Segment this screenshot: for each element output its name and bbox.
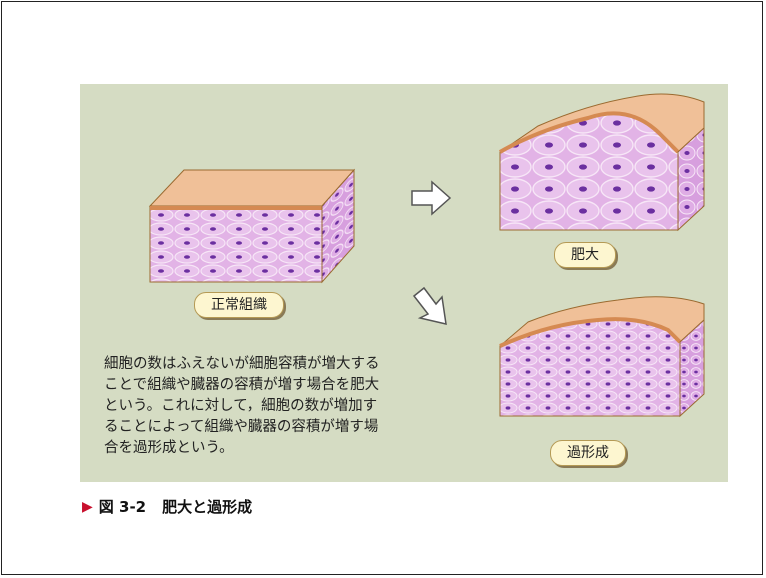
arrow-right-icon [410,180,452,216]
figure-panel: 正常組織 [80,84,728,482]
arrow-diagonal-icon [410,284,454,328]
description-text: 細胞の数はふえないが細胞容積が増大する ことで組織や臓器の容積が増す場合を肥大 … [104,354,424,459]
caption-marker-icon: ▶ [82,499,93,515]
normal-tissue-block [148,166,358,286]
hyperplasia-block [498,294,708,424]
figure-caption: ▶ 図 3-2 肥大と過形成 [82,496,252,517]
hypertrophy-block [498,90,708,240]
label-normal-tissue: 正常組織 [194,292,284,318]
figure-title: 肥大と過形成 [162,496,252,517]
label-hyperplasia: 過形成 [550,440,626,466]
label-hypertrophy: 肥大 [554,242,616,268]
figure-number: 図 3-2 [99,496,146,517]
